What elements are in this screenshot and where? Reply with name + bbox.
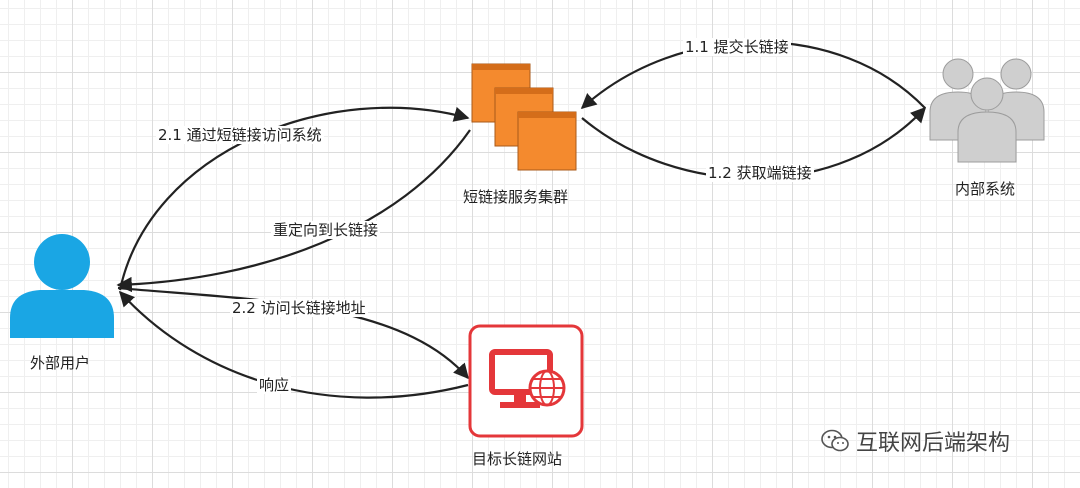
external-user-label: 外部用户 — [30, 354, 91, 372]
target-site-label: 目标长链网站 — [472, 450, 563, 468]
wechat-icon — [821, 429, 849, 452]
user-group-icon — [929, 58, 1045, 163]
watermark: 互联网后端架构 — [820, 425, 1010, 457]
edge-label-visit-long-link: 2.2 访问长链接地址 — [230, 299, 368, 317]
watermark-text: 互联网后端架构 — [856, 431, 1011, 456]
cluster-label: 短链接服务集群 — [463, 188, 569, 206]
website-icon — [468, 324, 584, 438]
server-cluster-icon — [471, 63, 577, 171]
edge-label-get-short-link: 1.2 获取端链接 — [706, 164, 814, 182]
internal-system-label: 内部系统 — [955, 180, 1016, 198]
edge-label-response: 响应 — [257, 376, 292, 394]
edge-label-submit-long-link: 1.1 提交长链接 — [683, 38, 791, 56]
edge-label-visit-via-short-link: 2.1 通过短链接访问系统 — [156, 126, 324, 144]
user-icon — [10, 234, 114, 338]
edge-redirect-to-long-link — [116, 129, 471, 293]
edge-label-redirect: 重定向到长链接 — [271, 221, 381, 239]
